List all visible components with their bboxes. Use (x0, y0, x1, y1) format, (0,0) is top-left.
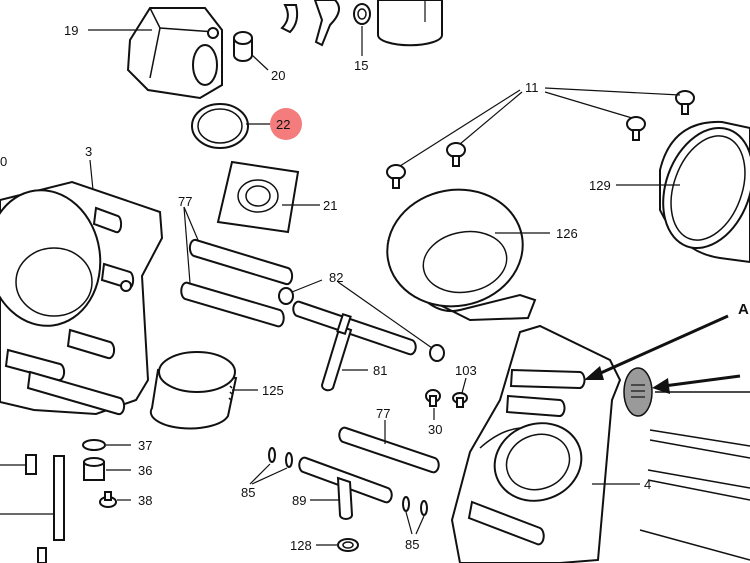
label-3: 3 (85, 144, 92, 159)
label-30: 30 (428, 422, 442, 437)
part-15-washer (353, 3, 371, 25)
leaders-77-upper (183, 206, 199, 284)
part-top-tube (377, 0, 443, 47)
part-126-funnel (386, 188, 537, 322)
part-82-caps (278, 287, 445, 362)
label-22: 22 (276, 117, 290, 132)
leaders-85-right (405, 511, 425, 535)
highlight-badge-22 (270, 108, 302, 140)
label-81: 81 (373, 363, 387, 378)
label-82: 82 (329, 270, 343, 285)
part-77-rod-lower (338, 426, 440, 474)
part-128-washer (337, 538, 359, 552)
part-85-rings-right (402, 496, 428, 516)
label-21: 21 (323, 198, 337, 213)
part-85-rings-left (268, 447, 293, 468)
label-125: 125 (262, 383, 284, 398)
label-a: A (738, 301, 749, 318)
part-30-screw (425, 389, 441, 407)
part-103-screw (452, 392, 468, 408)
label-11: 11 (525, 80, 539, 95)
label-20: 20 (271, 68, 285, 83)
callout-a-arrows (584, 314, 741, 394)
label-0: 0 (0, 154, 7, 169)
leader-20 (251, 54, 269, 71)
label-77-upper: 77 (178, 194, 192, 209)
label-37: 37 (138, 438, 152, 453)
leader-103 (461, 377, 467, 394)
part-lever (280, 0, 340, 47)
leader-3 (89, 159, 94, 191)
label-85-left: 85 (241, 485, 255, 500)
part-21-plate (216, 160, 300, 234)
part-81-tpipe (292, 300, 417, 392)
label-77-lower: 77 (376, 406, 390, 421)
part-right-rails (639, 391, 750, 561)
label-4: 4 (644, 477, 651, 492)
part-19-housing (126, 7, 223, 100)
part-3-carb-body (0, 180, 164, 416)
part-36-valve (83, 457, 105, 481)
part-129-ring (659, 120, 750, 264)
part-20-cylinder (233, 31, 253, 62)
label-128: 128 (290, 538, 312, 553)
part-89-tpipe (298, 456, 393, 520)
label-103: 103 (455, 363, 477, 378)
part-38-screw (99, 491, 117, 508)
label-129: 129 (589, 178, 611, 193)
part-shafts-left (0, 454, 65, 563)
leaders-11 (399, 87, 681, 167)
part-125-cylinder (149, 351, 238, 430)
part-77-rods-upper (180, 238, 294, 328)
label-36: 36 (138, 463, 152, 478)
label-126: 126 (556, 226, 578, 241)
part-37-oring (82, 439, 106, 451)
label-89: 89 (292, 493, 306, 508)
leaders-85-left (249, 463, 288, 485)
part-11-screws (386, 90, 695, 189)
part-4-carb-body (450, 324, 622, 563)
label-19: 19 (64, 23, 78, 38)
leaders-82 (291, 279, 433, 349)
part-filter-screen (623, 367, 653, 417)
part-22-oring (191, 103, 249, 149)
label-15: 15 (354, 58, 368, 73)
label-38: 38 (138, 493, 152, 508)
label-85-right: 85 (405, 537, 419, 552)
